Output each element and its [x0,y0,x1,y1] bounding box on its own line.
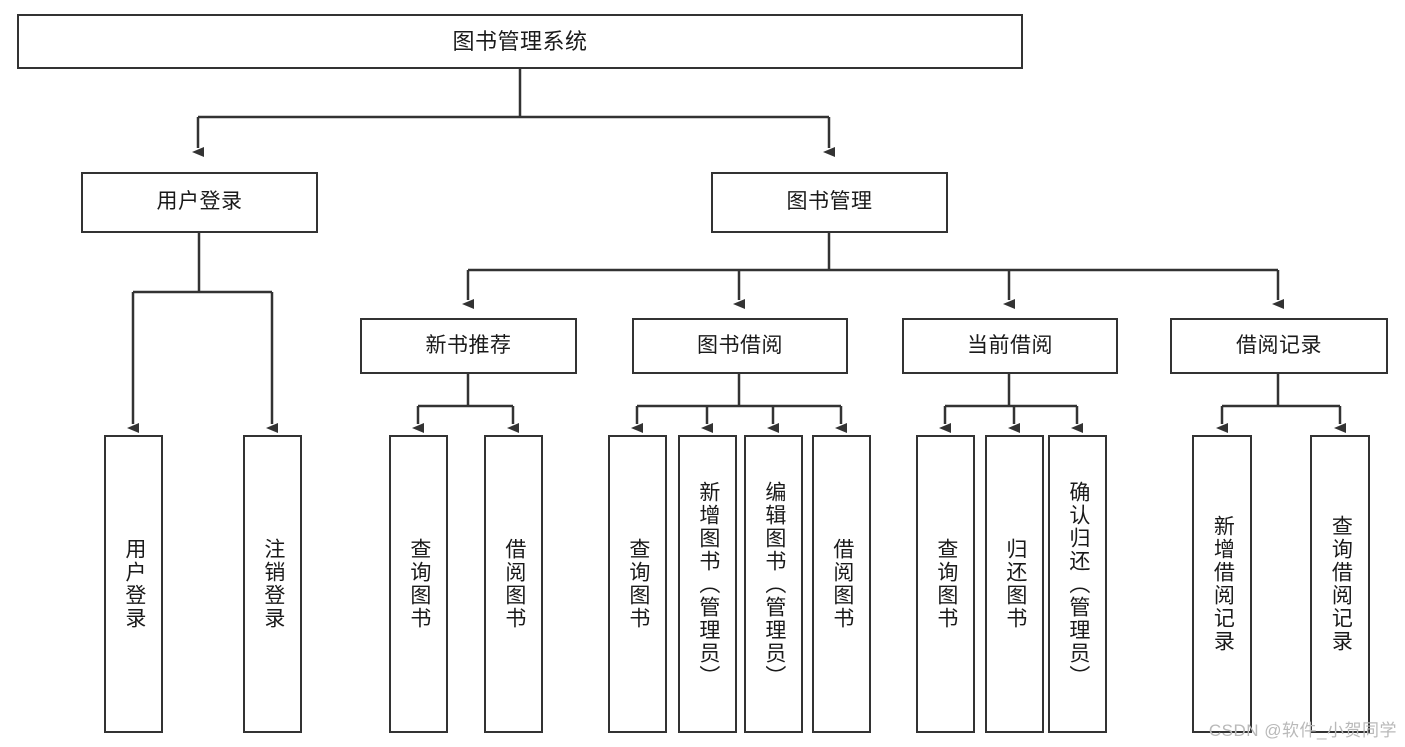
node-label: 用户登录 [156,190,243,214]
node-label: 新增图书（管理员） [696,480,720,688]
leaf-current-borrow-return-book[interactable]: 归还图书 [985,435,1044,733]
node-label: 图书管理 [786,190,873,214]
node-label: 查询图书 [934,538,958,630]
node-user-login[interactable]: 用户登录 [81,172,318,233]
node-label: 注销登录 [261,538,285,630]
node-label: 新增借阅记录 [1211,515,1235,653]
leaf-book-borrow-borrow-book[interactable]: 借阅图书 [812,435,871,733]
node-label: 查询图书 [407,538,431,630]
node-label: 图书管理系统 [452,28,588,54]
leaf-current-borrow-confirm-return-admin[interactable]: 确认归还（管理员） [1048,435,1107,733]
node-root-book-management-system[interactable]: 图书管理系统 [17,14,1023,69]
node-label: 借阅图书 [830,538,854,630]
node-label: 当前借阅 [967,333,1053,357]
leaf-borrow-record-query-record[interactable]: 查询借阅记录 [1310,435,1370,733]
leaf-current-borrow-query-book[interactable]: 查询图书 [916,435,975,733]
node-label: 借阅图书 [502,538,526,630]
leaf-book-borrow-add-book-admin[interactable]: 新增图书（管理员） [678,435,737,733]
node-current-borrow[interactable]: 当前借阅 [902,318,1118,374]
node-new-book-recommend[interactable]: 新书推荐 [360,318,577,374]
leaf-new-book-borrow-book[interactable]: 借阅图书 [484,435,543,733]
node-borrow-record[interactable]: 借阅记录 [1170,318,1388,374]
node-book-borrow[interactable]: 图书借阅 [632,318,848,374]
node-book-management[interactable]: 图书管理 [711,172,948,233]
watermark-text: CSDN @软件_小贺同学 [1208,721,1397,740]
leaf-borrow-record-add-record[interactable]: 新增借阅记录 [1192,435,1252,733]
leaf-book-borrow-query-book[interactable]: 查询图书 [608,435,667,733]
node-label: 查询借阅记录 [1329,515,1353,653]
leaf-user-login-logout[interactable]: 注销登录 [243,435,302,733]
node-label: 借阅记录 [1236,333,1322,357]
node-label: 图书借阅 [697,333,783,357]
node-label: 编辑图书（管理员） [762,480,786,688]
leaf-user-login-login[interactable]: 用户登录 [104,435,163,733]
node-label: 用户登录 [122,538,146,630]
leaf-book-borrow-edit-book-admin[interactable]: 编辑图书（管理员） [744,435,803,733]
leaf-new-book-query-book[interactable]: 查询图书 [389,435,448,733]
node-label: 查询图书 [626,538,650,630]
node-label: 归还图书 [1003,538,1027,630]
node-label: 确认归还（管理员） [1066,480,1090,688]
node-label: 新书推荐 [425,333,512,357]
